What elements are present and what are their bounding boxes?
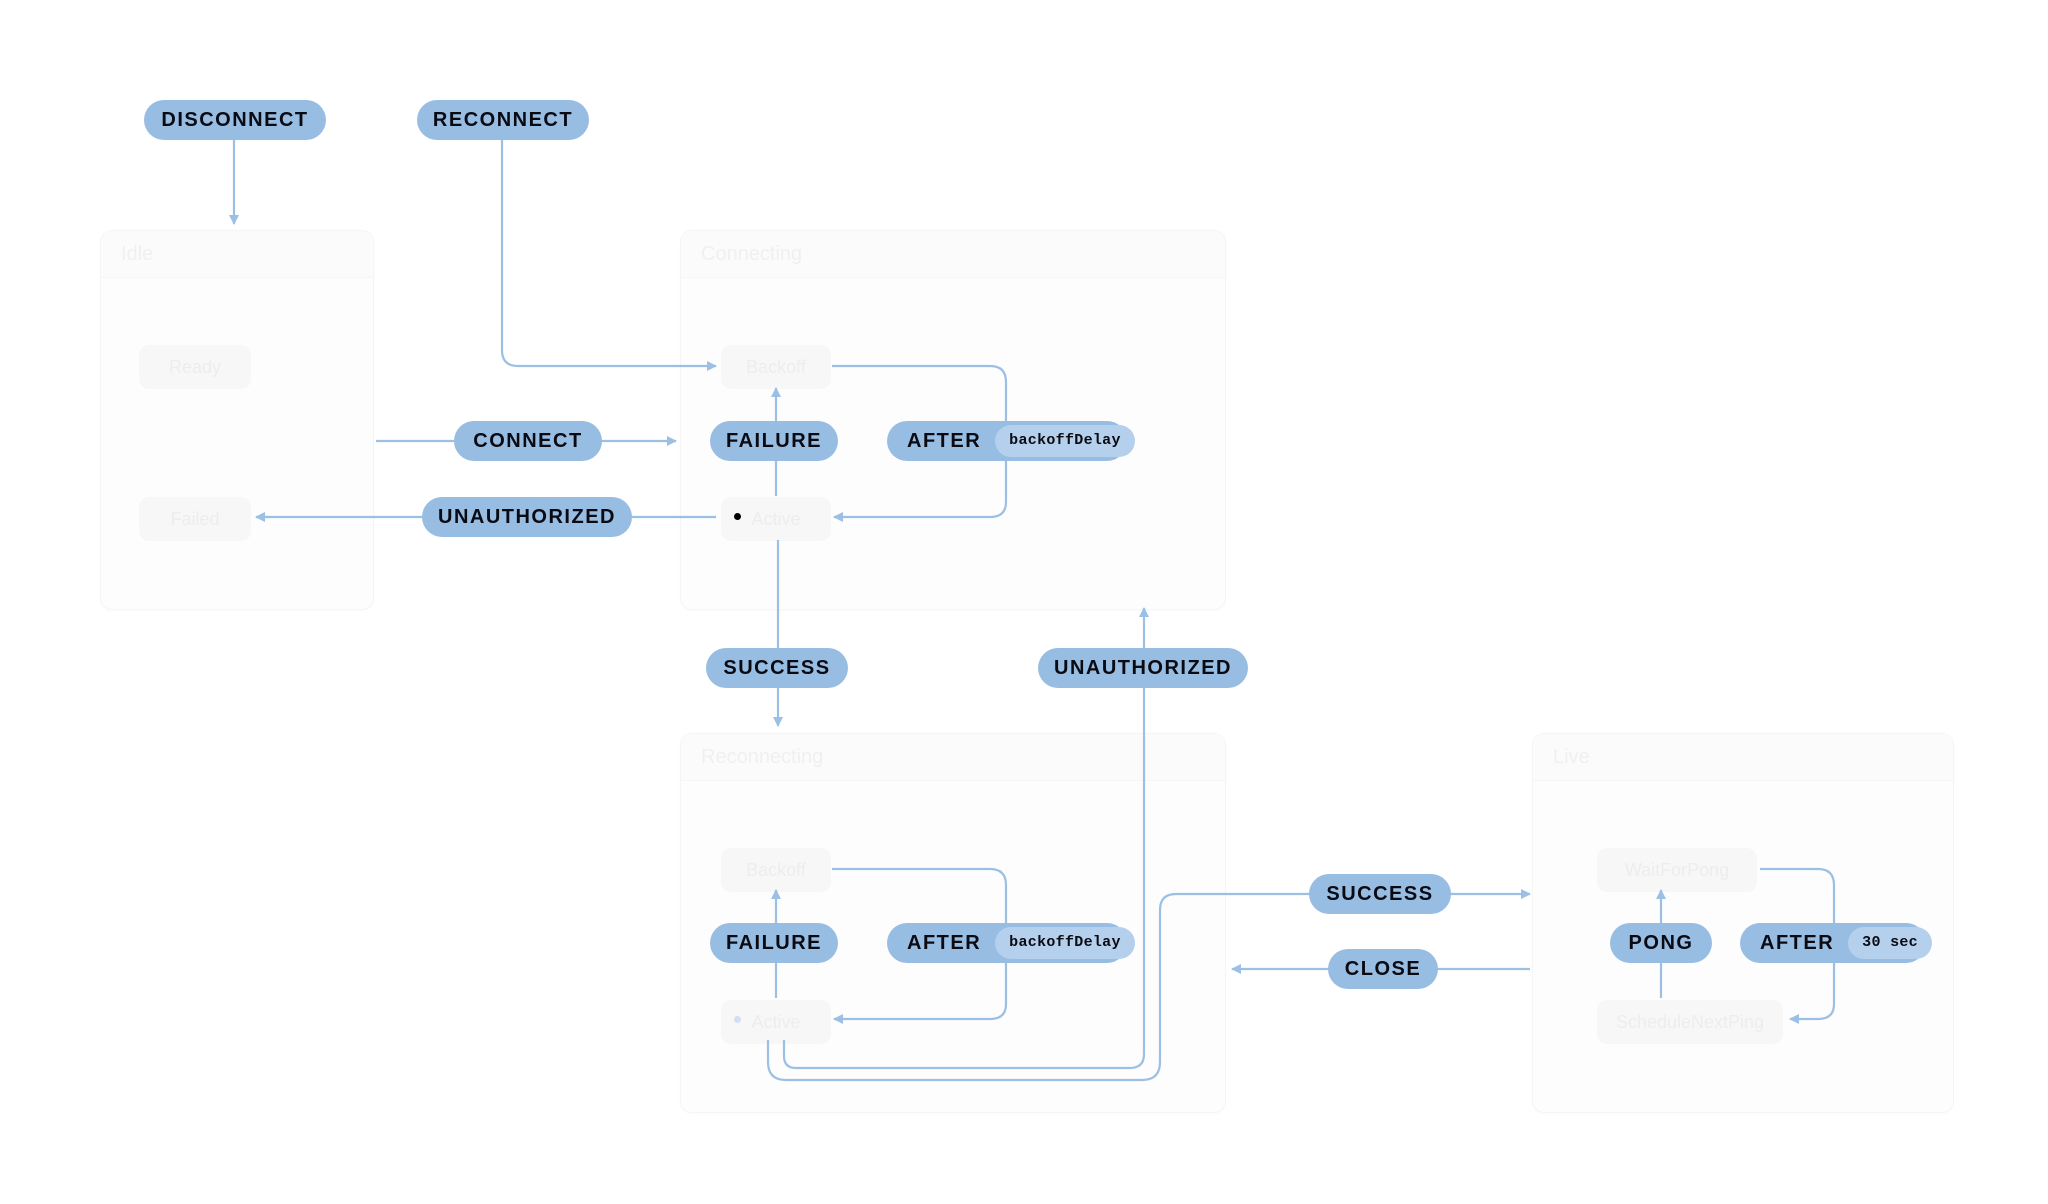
state-connecting-title: Connecting bbox=[681, 231, 1225, 278]
edge-unauthorized-mid bbox=[782, 607, 1149, 1070]
event-reconnect[interactable]: RECONNECT bbox=[417, 100, 589, 140]
event-unauthorized-top[interactable]: UNAUTHORIZED bbox=[422, 497, 632, 537]
event-reconnect-label: RECONNECT bbox=[432, 109, 574, 131]
event-connect-label: CONNECT bbox=[473, 430, 583, 452]
substate-reconnecting-backoff: Backoff bbox=[721, 848, 831, 892]
event-after-live[interactable]: AFTER 30 sec bbox=[1740, 923, 1932, 963]
substate-idle-failed: Failed bbox=[139, 497, 251, 541]
event-unauthorized-mid-label: UNAUTHORIZED bbox=[1054, 657, 1232, 679]
event-after-top-param: backoffDelay bbox=[995, 425, 1135, 457]
event-success-mid[interactable]: SUCCESS bbox=[706, 648, 848, 688]
initial-state-dot bbox=[734, 513, 741, 520]
event-pong[interactable]: PONG bbox=[1610, 923, 1712, 963]
state-live-title: Live bbox=[1533, 734, 1953, 781]
substate-idle-ready: Ready bbox=[139, 345, 251, 389]
event-unauthorized-top-label: UNAUTHORIZED bbox=[438, 506, 616, 528]
event-after-live-label: AFTER bbox=[1760, 932, 1835, 954]
state-live: Live WaitForPong ScheduleNextPing bbox=[1532, 733, 1954, 1113]
event-close-label: CLOSE bbox=[1344, 958, 1422, 980]
event-after-live-param: 30 sec bbox=[1848, 927, 1932, 959]
event-failure-bottom-label: FAILURE bbox=[725, 932, 823, 954]
event-after-top-label: AFTER bbox=[907, 430, 982, 452]
event-close[interactable]: CLOSE bbox=[1328, 949, 1438, 989]
state-reconnecting-title: Reconnecting bbox=[681, 734, 1225, 781]
event-after-bottom[interactable]: AFTER backoffDelay bbox=[887, 923, 1135, 963]
event-success-live-label: SUCCESS bbox=[1326, 883, 1434, 905]
event-after-bottom-param: backoffDelay bbox=[995, 927, 1135, 959]
substate-live-waitforpong: WaitForPong bbox=[1597, 848, 1757, 892]
event-success-mid-label: SUCCESS bbox=[723, 657, 831, 679]
event-success-live[interactable]: SUCCESS bbox=[1309, 874, 1451, 914]
event-failure-top-label: FAILURE bbox=[725, 430, 823, 452]
event-failure-top[interactable]: FAILURE bbox=[710, 421, 838, 461]
event-disconnect[interactable]: DISCONNECT bbox=[144, 100, 326, 140]
initial-state-dot-faint bbox=[734, 1016, 741, 1023]
event-after-top[interactable]: AFTER backoffDelay bbox=[887, 421, 1135, 461]
substate-live-schedulenextping: ScheduleNextPing bbox=[1597, 1000, 1783, 1044]
event-connect[interactable]: CONNECT bbox=[454, 421, 602, 461]
event-failure-bottom[interactable]: FAILURE bbox=[710, 923, 838, 963]
event-after-bottom-label: AFTER bbox=[907, 932, 982, 954]
edge-success-live bbox=[766, 889, 1531, 1082]
state-idle-title: Idle bbox=[101, 231, 373, 278]
state-idle: Idle Ready Failed bbox=[100, 230, 374, 610]
state-connecting: Connecting Backoff Active bbox=[680, 230, 1226, 610]
event-pong-label: PONG bbox=[1628, 932, 1694, 954]
event-unauthorized-mid[interactable]: UNAUTHORIZED bbox=[1038, 648, 1248, 688]
substate-connecting-backoff: Backoff bbox=[721, 345, 831, 389]
event-disconnect-label: DISCONNECT bbox=[161, 109, 309, 131]
edge-reconnect bbox=[500, 138, 717, 371]
